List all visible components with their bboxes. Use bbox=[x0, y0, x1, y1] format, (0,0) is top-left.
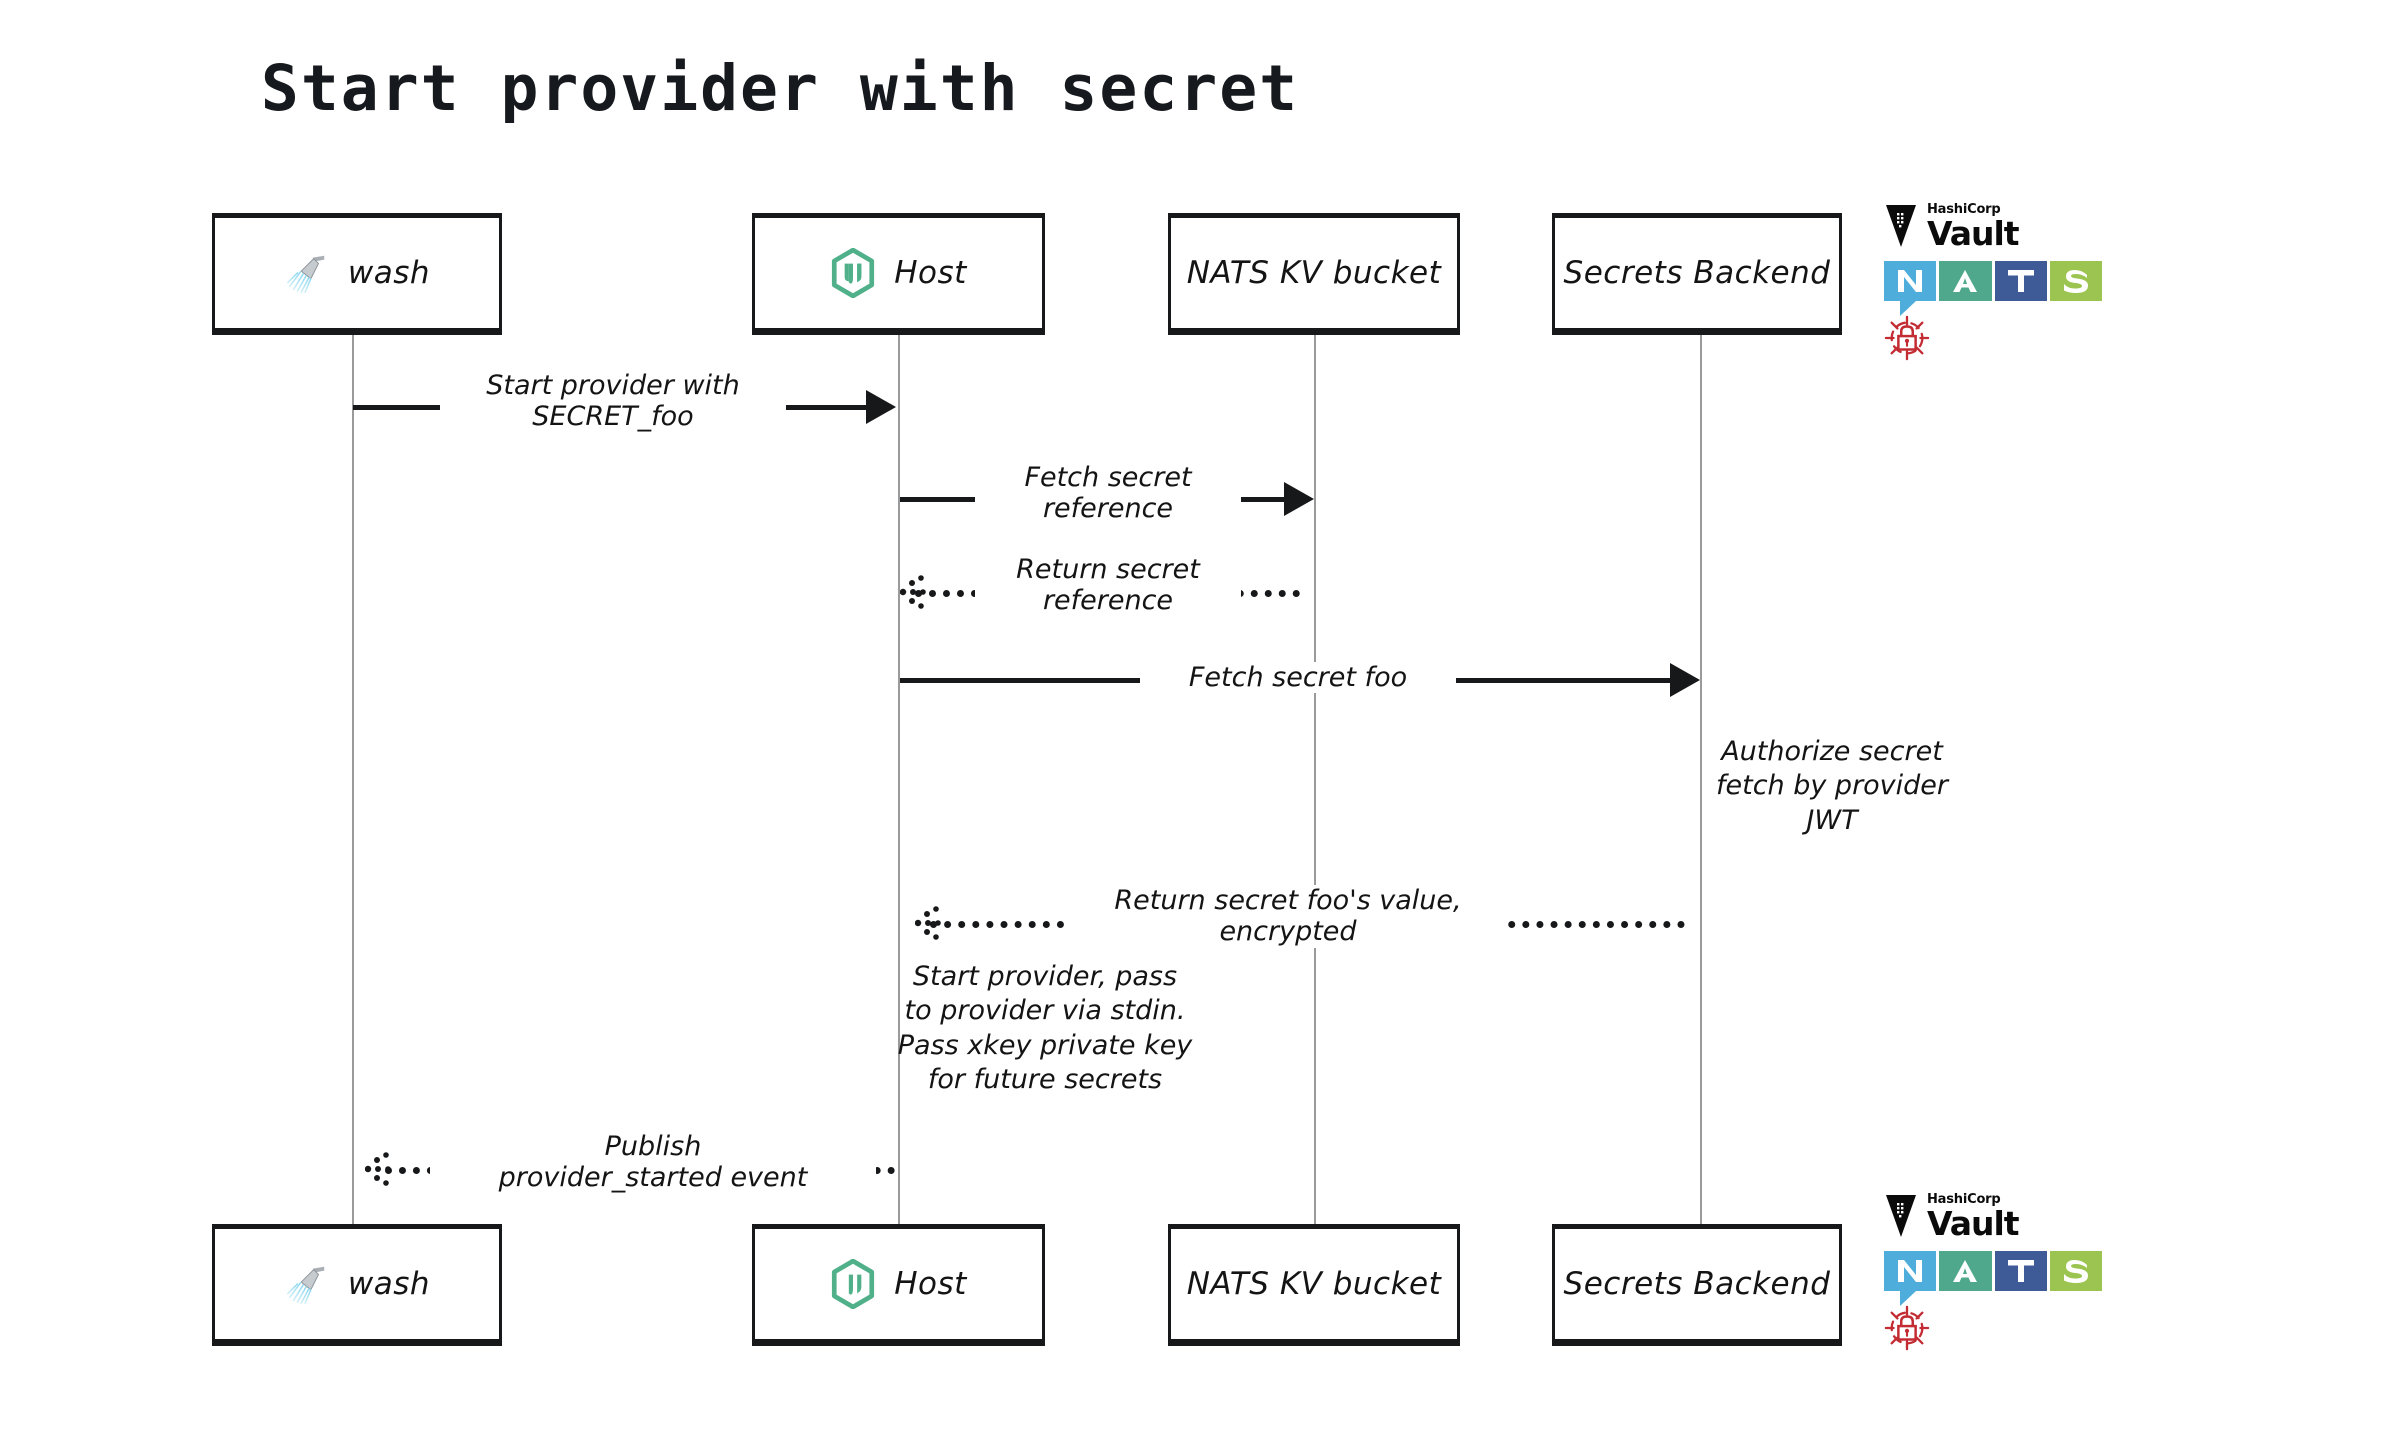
vault-triangle-icon bbox=[1884, 1193, 1918, 1239]
participant-box-nats-kv-bottom[interactable]: NATS KV bucket bbox=[1168, 1224, 1460, 1346]
red-padlock-target-icon bbox=[1884, 315, 2124, 361]
page-title: Start provider with secret bbox=[260, 52, 1300, 125]
nats-logo-bottom bbox=[1884, 1251, 2102, 1306]
shower-icon bbox=[284, 250, 330, 296]
nats-logo-top bbox=[1884, 261, 2102, 316]
message-label-fetch-secret: Fetch secret foo bbox=[1140, 662, 1456, 694]
nats-tile-t bbox=[1994, 261, 2047, 301]
lifeline-secrets bbox=[1700, 333, 1702, 1228]
arrow-head-fetch-secret bbox=[1670, 663, 1700, 697]
nats-tile-s bbox=[2049, 261, 2102, 301]
vault-vendor-label: HashiCorp bbox=[1927, 201, 2001, 217]
nats-speech-tail bbox=[1900, 301, 1916, 316]
participant-box-host-bottom[interactable]: Host bbox=[752, 1224, 1045, 1346]
red-padlock-target-icon bbox=[1884, 1305, 2124, 1351]
participant-label-nats-kv-top: NATS KV bucket bbox=[1186, 255, 1442, 291]
logo-cluster-top: HashiCorp Vault bbox=[1884, 200, 2124, 361]
nats-tile-n bbox=[1884, 261, 1937, 301]
participant-label-wash-bottom: wash bbox=[347, 1266, 431, 1302]
nats-tile-n bbox=[1884, 1251, 1937, 1291]
arrow-head-return-ref bbox=[899, 570, 946, 618]
participant-box-wash-top[interactable]: wash bbox=[212, 213, 502, 335]
vault-logo-bottom: HashiCorp Vault bbox=[1884, 1190, 2124, 1242]
vault-name-label: Vault bbox=[1927, 1203, 2020, 1243]
participant-box-secrets-top[interactable]: Secrets Backend bbox=[1552, 213, 1842, 335]
logo-cluster-bottom: HashiCorp Vault bbox=[1884, 1190, 2124, 1351]
message-label-start-provider: Start provider with SECRET_foo bbox=[440, 370, 786, 433]
lifeline-nats-kv bbox=[1314, 333, 1316, 1228]
nats-tile-a bbox=[1939, 1251, 1992, 1291]
participant-box-secrets-bottom[interactable]: Secrets Backend bbox=[1552, 1224, 1842, 1346]
participant-label-nats-kv-bottom: NATS KV bucket bbox=[1186, 1266, 1442, 1302]
vault-logo-top: HashiCorp Vault bbox=[1884, 200, 2124, 252]
nats-tile-t bbox=[1994, 1251, 2047, 1291]
shower-icon bbox=[284, 1261, 330, 1307]
wasmcloud-hexagon-icon bbox=[830, 1259, 876, 1309]
note-start-provider-stdin: Start provider, pass to provider via std… bbox=[897, 961, 1193, 1095]
lifeline-host bbox=[898, 333, 900, 1228]
vault-vendor-label: HashiCorp bbox=[1927, 1191, 2001, 1207]
lifeline-wash bbox=[352, 333, 354, 1228]
participant-label-host-top: Host bbox=[894, 255, 967, 291]
nats-tile-s bbox=[2049, 1251, 2102, 1291]
participant-box-host-top[interactable]: Host bbox=[752, 213, 1045, 335]
participant-label-secrets-bottom: Secrets Backend bbox=[1563, 1266, 1831, 1302]
arrow-head-fetch-ref bbox=[1284, 482, 1314, 516]
note-authorize-secret-fetch: Authorize secret fetch by provider JWT bbox=[1715, 736, 1949, 836]
message-label-publish-event: Publish provider_started event bbox=[430, 1131, 876, 1194]
wasmcloud-hexagon-icon bbox=[830, 248, 876, 298]
arrow-head-return-secret bbox=[914, 901, 961, 949]
nats-speech-tail bbox=[1900, 1291, 1916, 1306]
message-label-return-ref: Return secret reference bbox=[975, 554, 1241, 617]
arrow-head-publish-event bbox=[364, 1147, 411, 1195]
message-label-return-secret: Return secret foo's value, encrypted bbox=[1070, 885, 1506, 948]
participant-label-wash-top: wash bbox=[347, 255, 431, 291]
participant-box-wash-bottom[interactable]: wash bbox=[212, 1224, 502, 1346]
participant-box-nats-kv-top[interactable]: NATS KV bucket bbox=[1168, 213, 1460, 335]
vault-name-label: Vault bbox=[1927, 213, 2020, 253]
vault-triangle-icon bbox=[1884, 203, 1918, 249]
participant-label-host-bottom: Host bbox=[894, 1266, 967, 1302]
message-label-fetch-ref: Fetch secret reference bbox=[975, 462, 1241, 525]
participant-label-secrets-top: Secrets Backend bbox=[1563, 255, 1831, 291]
nats-tile-a bbox=[1939, 261, 1992, 301]
arrow-head-start-provider bbox=[866, 390, 896, 424]
